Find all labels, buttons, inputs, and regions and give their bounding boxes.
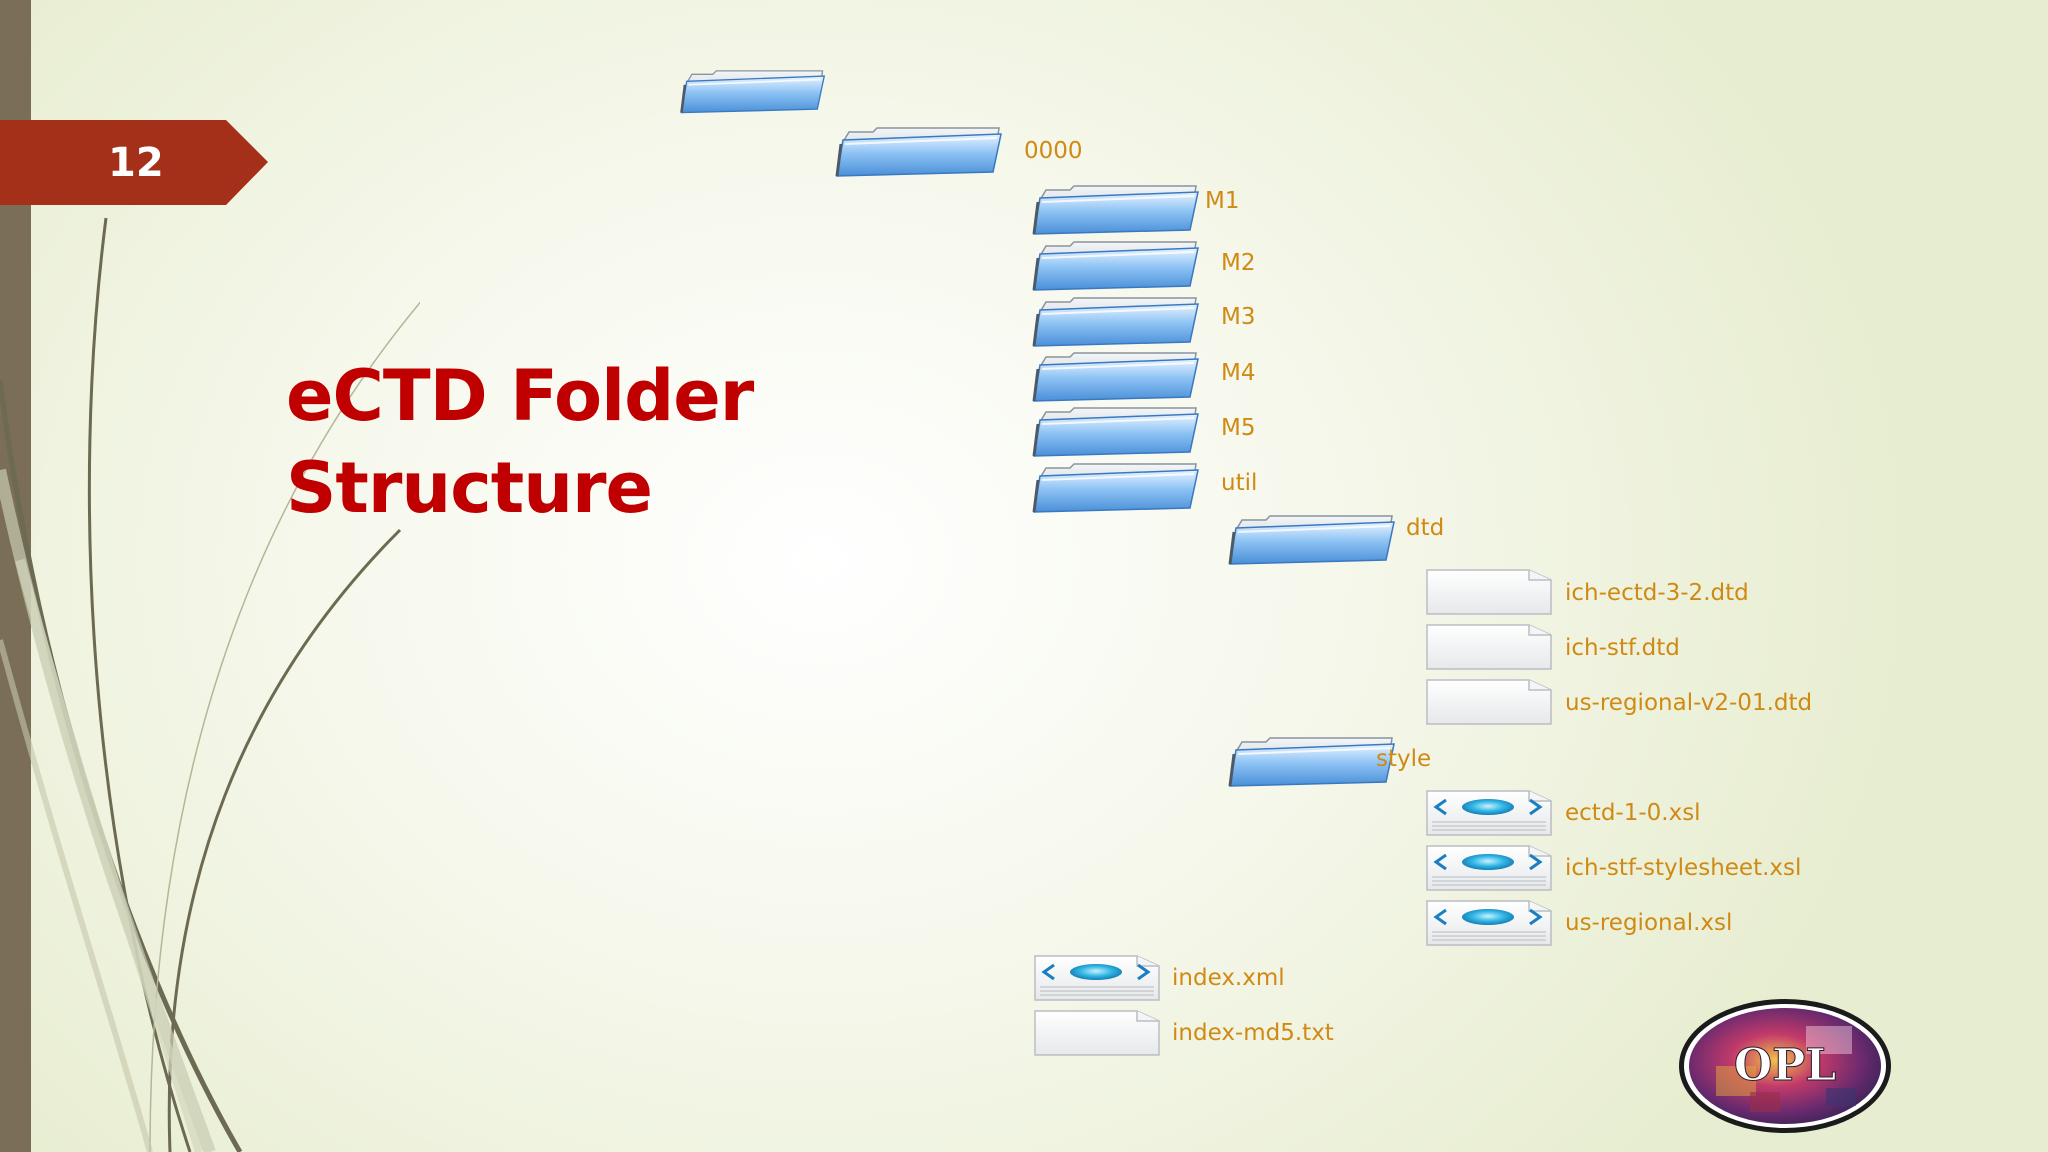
decorative-swooshes <box>0 217 420 1152</box>
folder-icon[interactable] <box>1030 347 1200 403</box>
folder-icon[interactable] <box>1030 236 1200 292</box>
blank-file-icon[interactable] <box>1032 1008 1162 1058</box>
slide-title-line-2: Structure <box>286 447 653 529</box>
file-label-index-xml[interactable]: index.xml <box>1172 965 1285 991</box>
folder-label-m3[interactable]: M3 <box>1221 304 1256 330</box>
xml-file-icon[interactable] <box>1424 898 1554 948</box>
blank-file-icon[interactable] <box>1424 567 1554 617</box>
folder-icon[interactable] <box>1226 732 1396 788</box>
slide-title-line-1: eCTD Folder <box>286 355 754 437</box>
xml-file-icon[interactable] <box>1424 843 1554 893</box>
folder-label-m1[interactable]: M1 <box>1205 188 1240 214</box>
file-label-index-md5-txt[interactable]: index-md5.txt <box>1172 1020 1334 1046</box>
folder-label-m4[interactable]: M4 <box>1221 360 1256 386</box>
opl-logo-icon: OPL <box>1679 999 1891 1133</box>
file-label-ich-ectd-3-2-dtd[interactable]: ich-ectd-3-2.dtd <box>1565 580 1749 606</box>
folder-icon[interactable] <box>1030 402 1200 458</box>
folder-icon[interactable] <box>833 122 1003 178</box>
folder-label-0000[interactable]: 0000 <box>1024 138 1083 164</box>
slide-number-badge <box>0 120 268 205</box>
folder-icon[interactable] <box>1030 292 1200 348</box>
file-label-ich-stf-dtd[interactable]: ich-stf.dtd <box>1565 635 1680 661</box>
folder-label-m2[interactable]: M2 <box>1221 250 1256 276</box>
folder-label-dtd[interactable]: dtd <box>1406 515 1445 541</box>
file-label-ich-stf-stylesheet-xsl[interactable]: ich-stf-stylesheet.xsl <box>1565 855 1802 881</box>
folder-label-style[interactable]: style <box>1376 746 1432 772</box>
xml-file-icon[interactable] <box>1032 953 1162 1003</box>
folder-label-m5[interactable]: M5 <box>1221 415 1256 441</box>
logo-text: OPL <box>1734 1040 1836 1091</box>
xml-file-icon[interactable] <box>1424 788 1554 838</box>
file-label-us-regional-v2-01-dtd[interactable]: us-regional-v2-01.dtd <box>1565 690 1813 716</box>
slide-number: 12 <box>108 140 164 186</box>
folder-icon[interactable] <box>1030 180 1200 236</box>
file-label-us-regional-xsl[interactable]: us-regional.xsl <box>1565 910 1733 936</box>
blank-file-icon[interactable] <box>1424 677 1554 727</box>
folder-icon[interactable] <box>1226 510 1396 566</box>
file-label-ectd-1-0-xsl[interactable]: ectd-1-0.xsl <box>1565 800 1701 826</box>
blank-file-icon[interactable] <box>1424 622 1554 672</box>
folder-icon[interactable] <box>678 64 826 116</box>
slide-title: eCTD Folder Structure <box>286 350 806 534</box>
folder-label-util[interactable]: util <box>1221 470 1258 496</box>
folder-icon[interactable] <box>1030 458 1200 514</box>
